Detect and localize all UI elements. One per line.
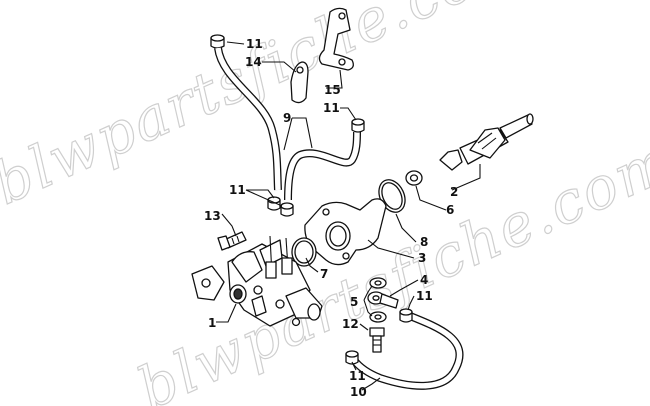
label-2: 2 [450,185,458,199]
hose-cap-pump-right [280,202,294,217]
label-6: 6 [446,203,454,217]
hose-cap-pump-left [267,196,281,211]
bracket-15 [318,7,354,71]
label-10: 10 [350,385,367,399]
hose-10 [350,312,464,390]
label-4: 4 [420,273,428,287]
label-1: 1 [208,316,216,330]
leader-lines [216,41,481,391]
label-11-bottom: 11 [349,369,366,383]
drive-shaft-2 [439,113,534,171]
label-15: 15 [324,83,341,97]
label-5: 5 [350,295,358,309]
label-3: 3 [418,251,426,265]
hose-cap-top [210,34,225,49]
bolt-12 [369,327,385,353]
washer-5-bottom [369,311,387,323]
watermark-text-2: blwpartsfiche.com [128,126,650,406]
adapter-housing-3 [304,198,387,266]
bolt-13 [217,231,247,251]
washer-5-top [369,277,387,289]
label-12: 12 [342,317,359,331]
part-labels: 11 14 15 11 9 11 13 1 2 6 8 3 7 4 5 11 1… [204,37,458,399]
label-11-pump: 11 [229,183,246,197]
hose-cap-bottom [345,350,359,365]
bracket-14 [290,61,309,104]
oil-pump-1 [191,235,323,327]
label-11-right: 11 [323,101,340,115]
hose-9 [214,47,361,201]
label-14: 14 [245,55,262,69]
label-11-top: 11 [246,37,263,51]
banjo-fitting-4 [367,291,399,309]
label-9: 9 [283,111,291,125]
label-13: 13 [204,209,221,223]
hose-cap-banjo [399,308,413,323]
label-7: 7 [320,267,328,281]
gasket-7 [291,237,317,267]
hose-cap-right [351,118,365,133]
label-8: 8 [420,235,428,249]
label-11-banjo: 11 [416,289,433,303]
washer-6 [405,170,423,186]
